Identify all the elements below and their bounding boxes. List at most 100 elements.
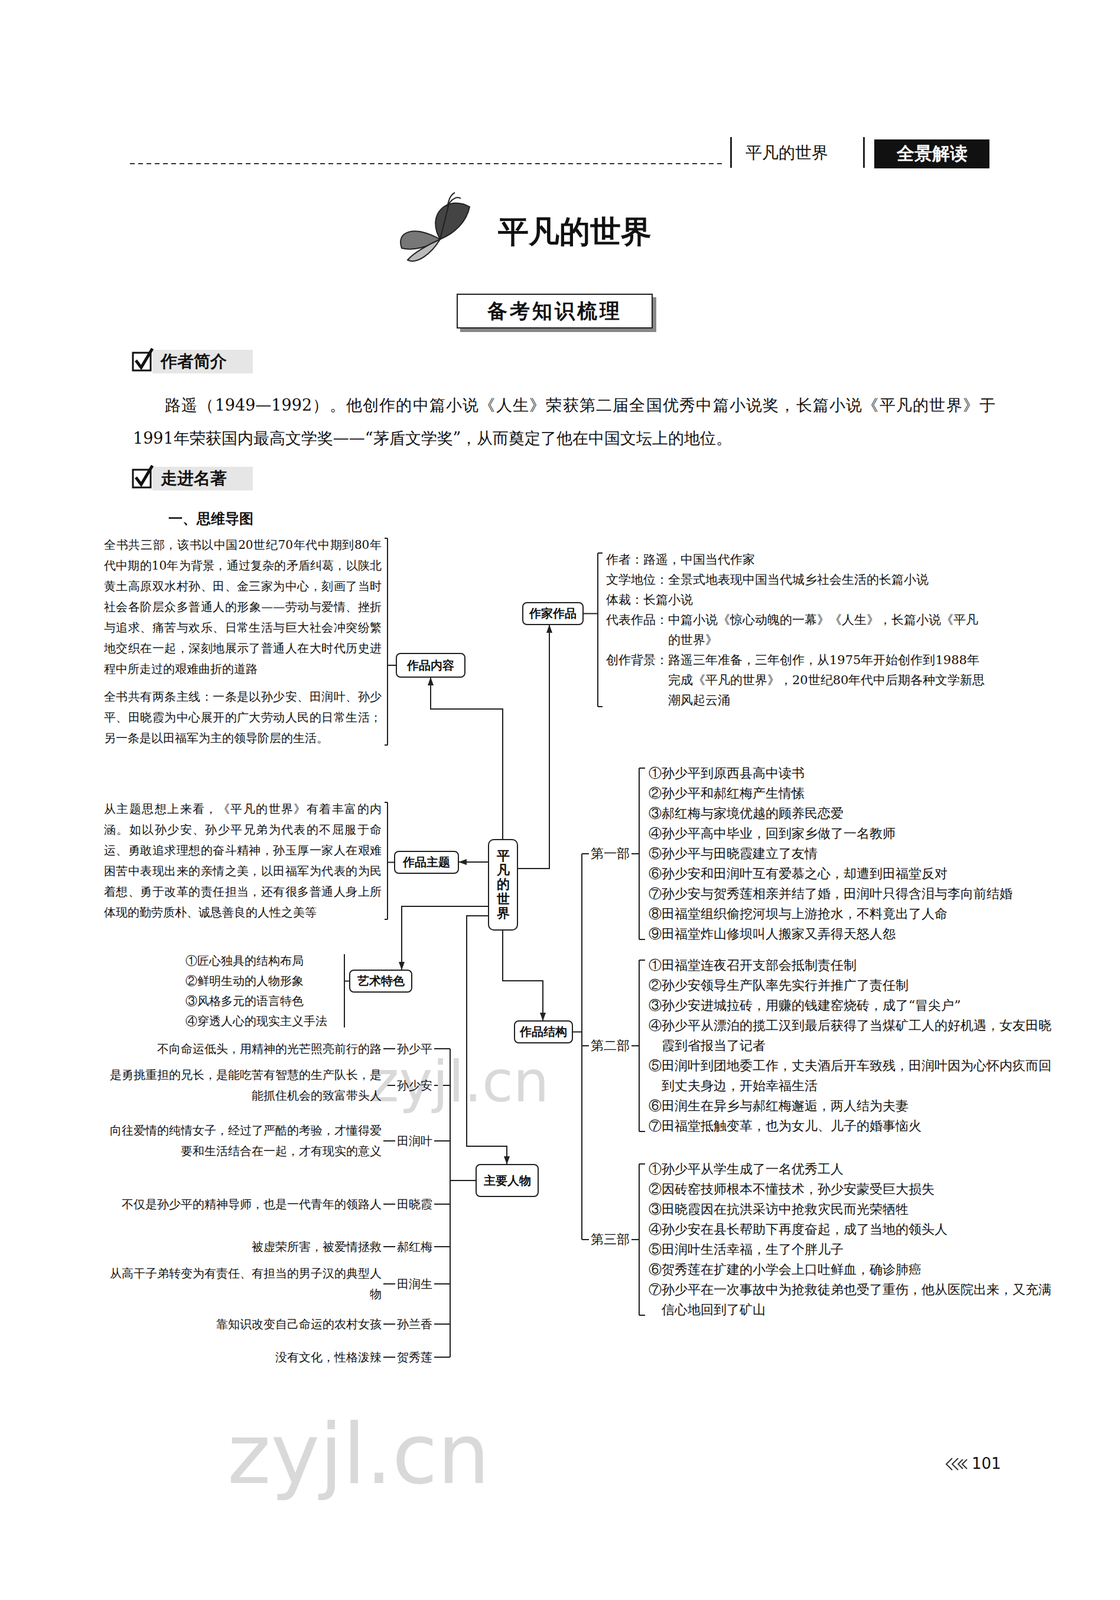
character-name-group: 孙兰香 <box>396 1314 433 1333</box>
node-text: 主要人物 <box>483 1172 532 1189</box>
bracket-line <box>384 918 388 920</box>
bracket-line <box>639 1130 646 1132</box>
plot-list: ⑨田福堂炸山修坝叫人搬家又弄得天怒人怨 <box>648 923 1057 944</box>
plot-list: ①田福堂连夜召开支部会抵制责任制 <box>648 955 1057 976</box>
sub-heading-group: 一、思维导图 <box>168 509 254 529</box>
bracket-line <box>344 980 350 982</box>
author-notes: 文学地位：全景式地表现中国当代城乡社会生活的长篇小说 <box>606 569 988 590</box>
bracket-line <box>639 1314 646 1316</box>
plot-list: ②孙少平和郝红梅产生情愫 <box>648 783 1057 804</box>
watermark: zyjl.cn <box>369 1048 550 1115</box>
leader-line <box>383 1283 396 1285</box>
plot-list: ⑥田润生在异乡与郝红梅邂逅，两人结为夫妻 <box>648 1095 1057 1116</box>
character-note: 被虚荣所害，被爱情拯救 <box>103 1236 382 1258</box>
plot-list: ⑤田润叶生活幸福，生了个胖儿子 <box>648 1239 1057 1260</box>
bracket-line <box>639 938 646 940</box>
bracket-line <box>387 861 395 864</box>
header-bar <box>863 137 865 168</box>
bracket-line <box>639 767 646 769</box>
branch-box: 艺术特色 <box>349 969 413 993</box>
plot-list: ③田晓霞因在抗洪采访中抢救灾民而光荣牺牲 <box>648 1199 1057 1220</box>
character-note: 不向命运低头，用精神的光芒照亮前行的路 <box>103 1038 382 1060</box>
section-banner: 备考知识梳理 <box>456 293 653 329</box>
bracket-line <box>581 853 583 1240</box>
check-icon <box>132 465 253 491</box>
character-name: 田润生 <box>396 1274 433 1293</box>
bracket-line <box>387 664 396 666</box>
sub-heading: 一、思维导图 <box>168 509 254 529</box>
bracket-line <box>434 1356 451 1358</box>
bracket-line <box>583 613 598 615</box>
character-name: 孙少平 <box>396 1039 433 1058</box>
content-notes: 全书共有两条主线：一条是以孙少安、田润叶、孙少平、田晓霞为中心展开的广大劳动人民… <box>103 686 382 749</box>
bracket-line <box>384 537 388 539</box>
character-note-group: 不向命运低头，用精神的光芒照亮前行的路 <box>103 1038 382 1060</box>
author-notes: 代表作品：中篇小说《惊心动魄的一幕》《人生》，长篇小说《平凡的世界》 <box>606 609 988 650</box>
plot-list: ③郝红梅与家境优越的顾养民恋爱 <box>648 803 1057 824</box>
character-name-group: 孙少安 <box>396 1076 433 1095</box>
content-notes-group: 全书共三部，该书以中国20世纪70年代中期到80年代中期的10年为背景，通过复杂… <box>103 534 382 749</box>
node-text: 平凡的世界 <box>496 848 510 921</box>
character-name-group: 田润生 <box>396 1274 433 1293</box>
center-node: 平凡的世界 <box>487 838 519 931</box>
section-heading: 作者简介 <box>160 350 227 373</box>
theme-notes-group: 从主题思想上来看，《平凡的世界》有着丰富的内涵。如以孙少安、孙少平兄弟为代表的不… <box>103 798 382 923</box>
plot-list: ⑦田福堂抵触变革，也为女儿、儿子的婚事恼火 <box>648 1115 1057 1136</box>
part-label: 第三部 <box>590 1230 630 1249</box>
title-text: 平凡的世界 <box>497 211 652 253</box>
plot-list: ④孙少平高中毕业，回到家乡做了一名教师 <box>648 823 1057 844</box>
plot-list: ④孙少平从漂泊的揽工汉到最后获得了当煤矿工人的好机遇，女友田晓霞到省报当了记者 <box>648 1015 1057 1056</box>
character-name: 田润叶 <box>396 1131 433 1150</box>
character-name-group: 郝红梅 <box>396 1237 433 1256</box>
character-note-group: 靠知识改变自己命运的农村女孩 <box>103 1313 382 1335</box>
character-note-group: 向往爱情的纯情女子，经过了严酷的考验，才懂得爱要和生活结合在一起，才有现实的意义 <box>103 1120 382 1162</box>
bracket-line <box>450 1179 476 1181</box>
plot-list: ⑧田福堂组织偷挖河坝与上游抢水，不料竟出了人命 <box>648 903 1057 924</box>
bracket-line <box>631 1044 640 1047</box>
check-icon <box>132 348 253 374</box>
author-notes: 创作背景：路遥三年准备，三年创作，从1975年开始创作到1988年完成《平凡的世… <box>606 649 988 711</box>
bracket-line <box>434 1245 451 1248</box>
character-name: 孙兰香 <box>396 1314 433 1333</box>
branch-arrow <box>430 677 503 839</box>
part-label-group: 第三部 <box>590 1230 630 1249</box>
art-list-group: ①匠心独具的结构布局②鲜明生动的人物形象③风格多元的语言特色④穿透人心的现实主义… <box>185 950 343 1031</box>
page-chevrons <box>946 1457 968 1470</box>
character-note: 不仅是孙少平的精神导师，也是一代青年的领路人 <box>103 1193 382 1215</box>
author-notes: 体裁：长篇小说 <box>606 589 988 610</box>
theme-notes: 从主题思想上来看，《平凡的世界》有着丰富的内涵。如以孙少安、孙少平兄弟为代表的不… <box>103 798 382 923</box>
content-notes: 全书共三部，该书以中国20世纪70年代中期到80年代中期的10年为背景，通过复杂… <box>103 534 382 680</box>
section-heading: 走进名著 <box>160 467 227 490</box>
page-number-group: 101 <box>971 1454 1002 1473</box>
bracket-line <box>597 552 603 554</box>
bracket-line <box>384 744 388 746</box>
plot-list: ⑦孙少安与贺秀莲相亲并结了婚，田润叶只得含泪与李向前结婚 <box>648 883 1057 904</box>
character-note: 靠知识改变自己命运的农村女孩 <box>103 1313 382 1335</box>
character-note-group: 没有文化，性格泼辣 <box>103 1346 382 1368</box>
watermark-group: zyjl.cn <box>227 1405 490 1503</box>
character-name-group: 孙少平 <box>396 1039 433 1058</box>
page-number: 101 <box>971 1454 1002 1473</box>
branch-arrow <box>518 624 550 869</box>
node-text: 艺术特色 <box>357 972 405 989</box>
running-header: 平凡的世界 <box>745 141 829 165</box>
header-bar <box>730 137 732 168</box>
watermark: zyjl.cn <box>227 1405 490 1503</box>
character-name: 孙少安 <box>396 1076 433 1095</box>
branch-box: 主要人物 <box>475 1163 539 1197</box>
node-text: 作品主题 <box>402 854 451 871</box>
art-list: ③风格多元的语言特色 <box>185 990 343 1011</box>
bracket-line <box>631 852 640 855</box>
bracket-line <box>434 1203 451 1205</box>
node-text: 全景解读 <box>896 141 968 166</box>
plot-list-group: ①孙少平从学生成了一名优秀工人②因砖窑技师根本不懂技术，孙少安蒙受巨大损失③田晓… <box>648 1158 1057 1320</box>
bracket-line <box>581 852 589 855</box>
leader-line <box>383 1356 396 1358</box>
bracket-line <box>572 1031 582 1033</box>
author-notes: 作者：路遥，中国当代作家 <box>606 549 988 570</box>
part-label: 第二部 <box>590 1036 630 1055</box>
character-name-group: 田晓霞 <box>396 1195 433 1213</box>
plot-list: ①孙少平从学生成了一名优秀工人 <box>648 1158 1057 1180</box>
plot-list: ③孙少安进城拉砖，用赚的钱建窑烧砖，成了“冒尖户” <box>648 995 1057 1016</box>
